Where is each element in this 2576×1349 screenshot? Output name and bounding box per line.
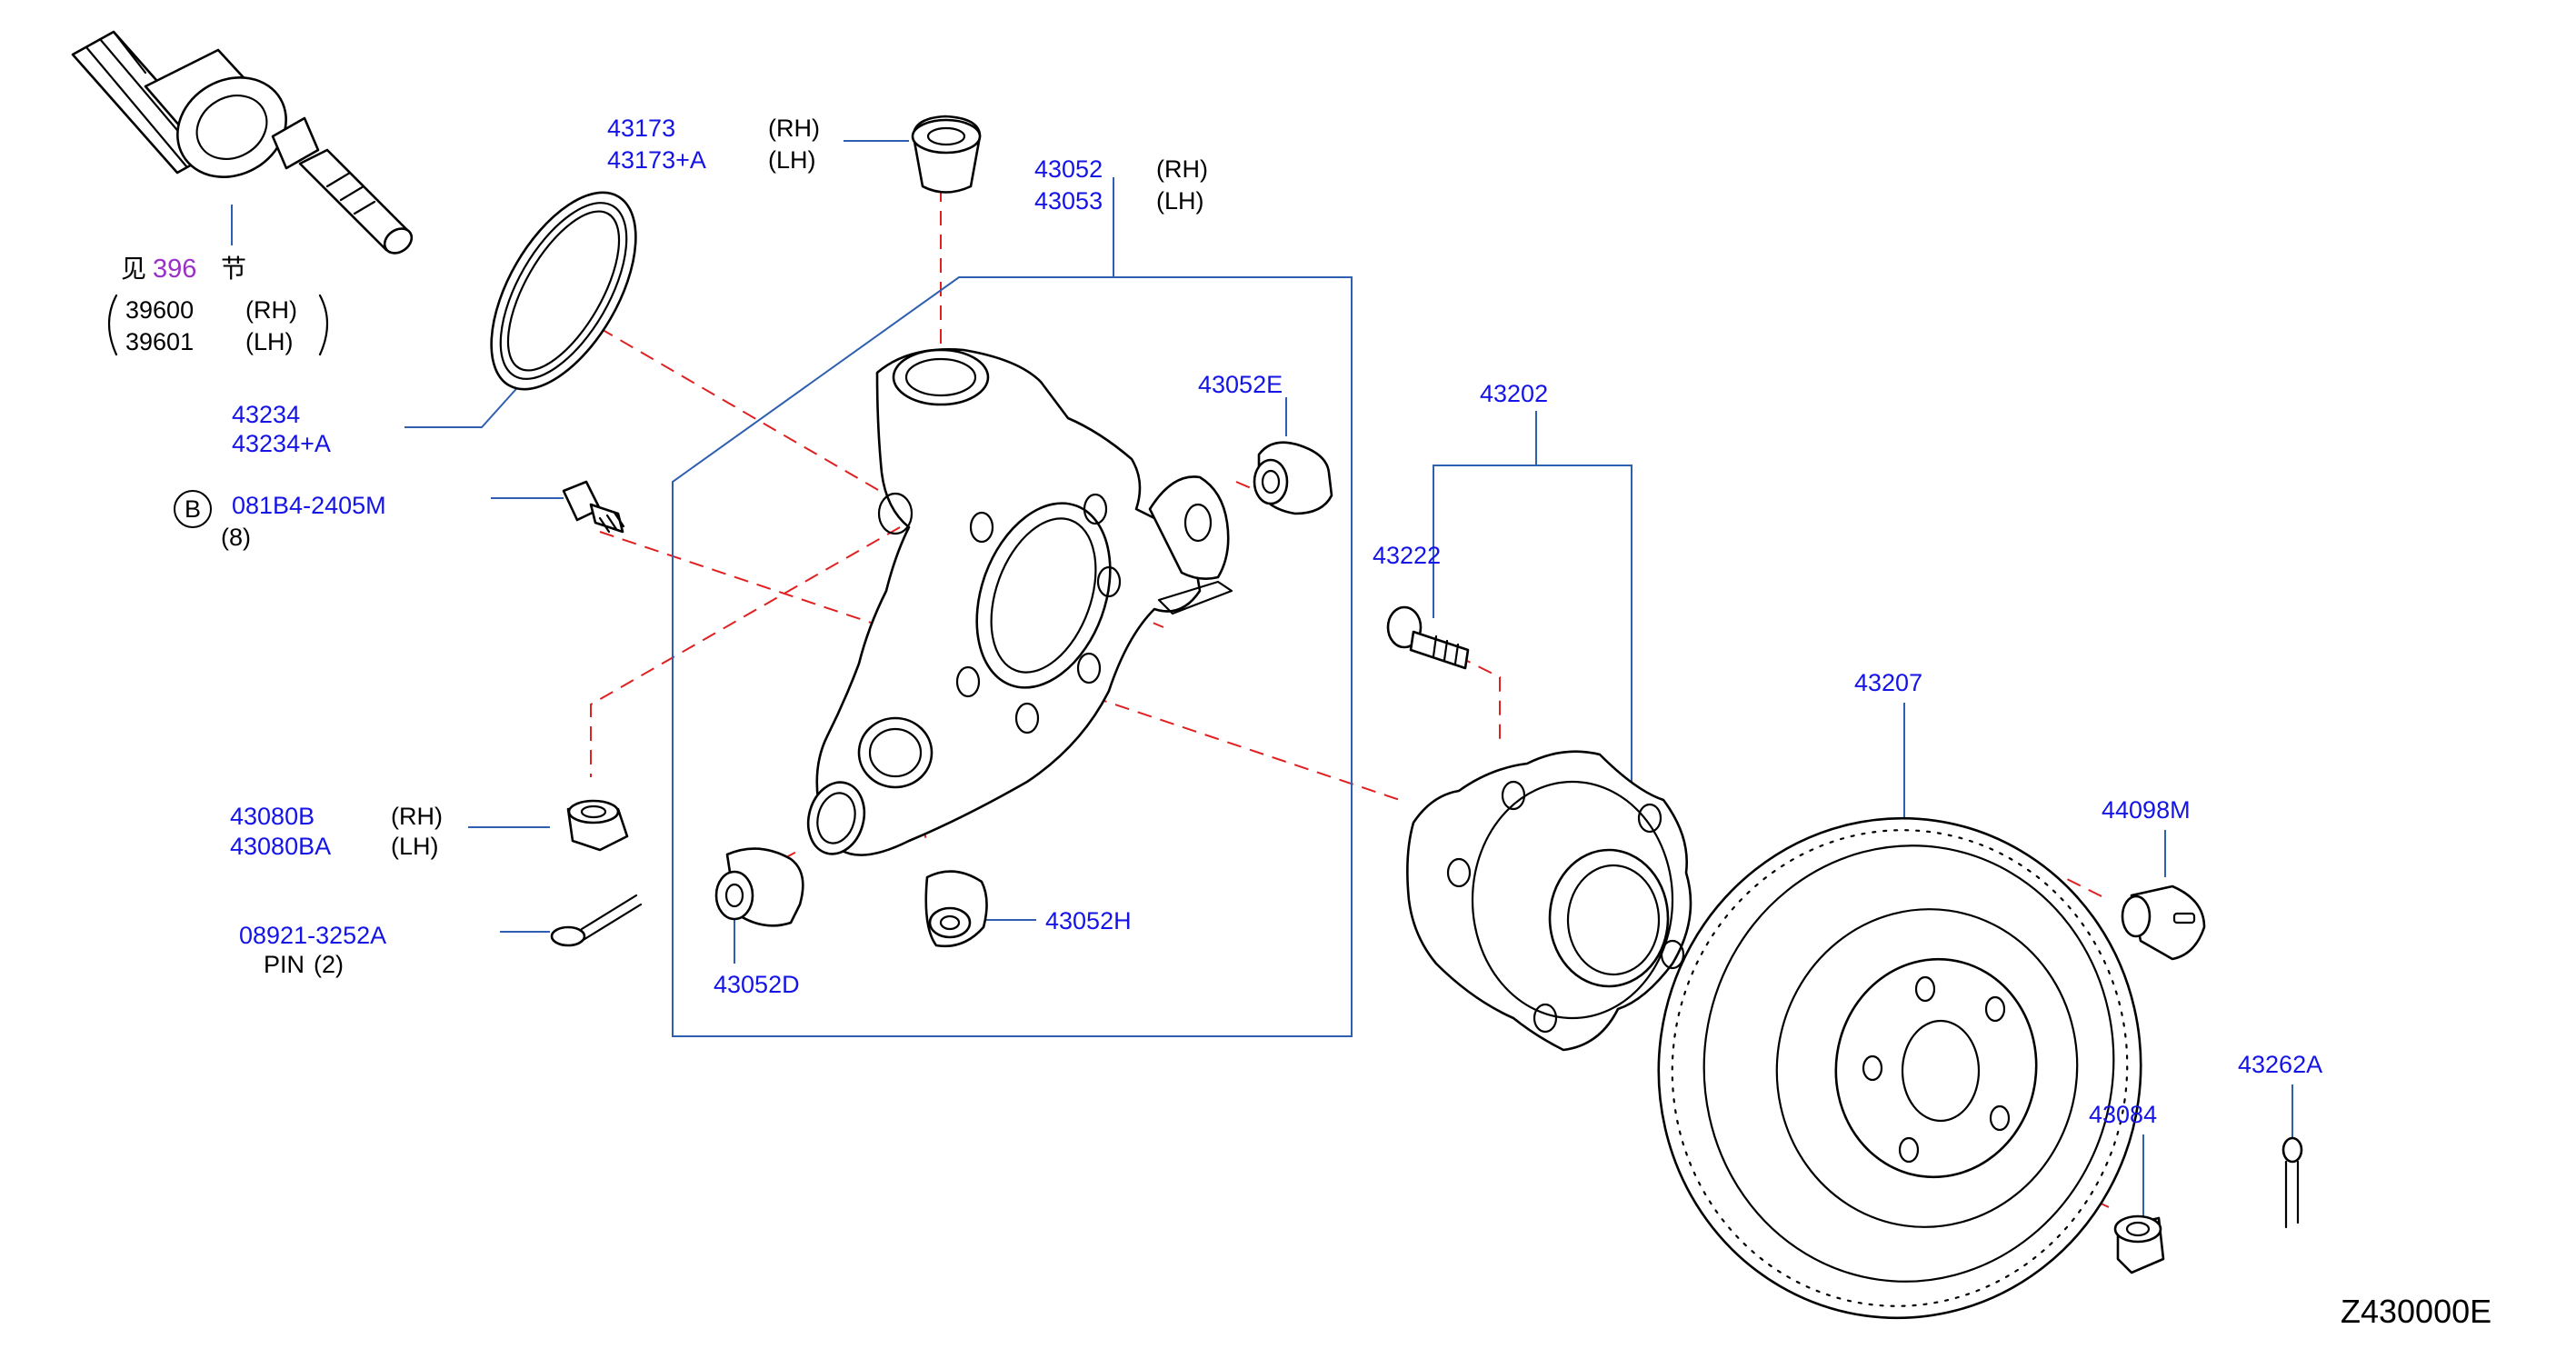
knuckle-rh-number[interactable]: 43052 <box>1034 155 1103 183</box>
seal-ring <box>490 191 637 391</box>
bolt-number[interactable]: 081B4-2405M <box>232 492 386 519</box>
cap-lh-side: (LH) <box>768 146 816 174</box>
nut-lh-side: (LH) <box>391 833 439 860</box>
axle-bracket-left <box>107 294 118 356</box>
axle-part-lh-side: (LH) <box>245 328 294 355</box>
plug-number[interactable]: 44098M <box>2102 796 2191 824</box>
axle-ref-suffix: 节 <box>221 254 246 284</box>
hub-nut <box>2113 1214 2165 1274</box>
hub-assembly-number[interactable]: 43202 <box>1480 380 1548 407</box>
bolt-badge: B <box>185 495 201 523</box>
knuckle-bolt <box>562 480 625 534</box>
cap-rh-number[interactable]: 43173 <box>607 115 675 142</box>
leader-lines <box>231 140 2293 1218</box>
cotter-pin-small <box>2281 1136 2303 1229</box>
bushing-e-number[interactable]: 43052E <box>1198 371 1283 398</box>
axle-ref-section[interactable]: 396 <box>153 255 196 284</box>
cotter-pin <box>550 894 643 947</box>
diagram-code: Z430000E <box>2341 1293 2491 1330</box>
seal-number-1[interactable]: 43234 <box>232 401 300 428</box>
axle-part-lh-number: 39601 <box>125 328 194 355</box>
hub-nut-number[interactable]: 43084 <box>2089 1101 2157 1128</box>
rubber-cap <box>911 115 982 194</box>
knuckle-rh-side: (RH) <box>1156 155 1208 183</box>
pin-name: PIN <box>264 951 305 978</box>
cap-lh-number[interactable]: 43173+A <box>607 146 706 174</box>
plug <box>2121 884 2206 961</box>
drive-shaft <box>71 30 414 255</box>
knuckle-lh-side: (LH) <box>1156 187 1204 215</box>
pin-qty: (2) <box>314 951 344 978</box>
pin-number[interactable]: 08921-3252A <box>239 922 386 949</box>
brake-rotor <box>1657 816 2142 1320</box>
nut-rh-number[interactable]: 43080B <box>230 803 315 830</box>
steering-knuckle <box>806 348 1233 856</box>
knuckle-nut <box>566 799 629 852</box>
hub-bolt-number[interactable]: 43222 <box>1373 542 1441 569</box>
hub-bolt <box>1386 605 1470 670</box>
seal-number-2[interactable]: 43234+A <box>232 430 331 457</box>
bushing-d-number[interactable]: 43052D <box>714 971 800 998</box>
bushing-d <box>714 847 804 927</box>
cotter-small-number[interactable]: 43262A <box>2238 1051 2322 1078</box>
nut-lh-number[interactable]: 43080BA <box>230 833 331 860</box>
axle-bracket-right <box>318 294 329 356</box>
bushing-e <box>1253 441 1333 515</box>
nut-rh-side: (RH) <box>391 803 443 830</box>
axle-part-rh-side: (RH) <box>245 296 297 324</box>
hub-assembly <box>1406 750 1692 1052</box>
rotor-number[interactable]: 43207 <box>1854 669 1922 696</box>
knuckle-lh-number[interactable]: 43053 <box>1034 187 1103 215</box>
bolt-badge-circle <box>174 490 212 528</box>
bushing-h-number[interactable]: 43052H <box>1045 907 1132 934</box>
labels: 见 396 节 39600 (RH) 39601 (LH) 43173 (RH)… <box>107 115 2491 1330</box>
cap-rh-side: (RH) <box>768 115 820 142</box>
axle-part-rh-number: 39600 <box>125 296 194 324</box>
bolt-qty: (8) <box>221 524 251 551</box>
axle-ref-prefix: 见 <box>121 254 146 284</box>
bushing-h <box>924 870 988 948</box>
